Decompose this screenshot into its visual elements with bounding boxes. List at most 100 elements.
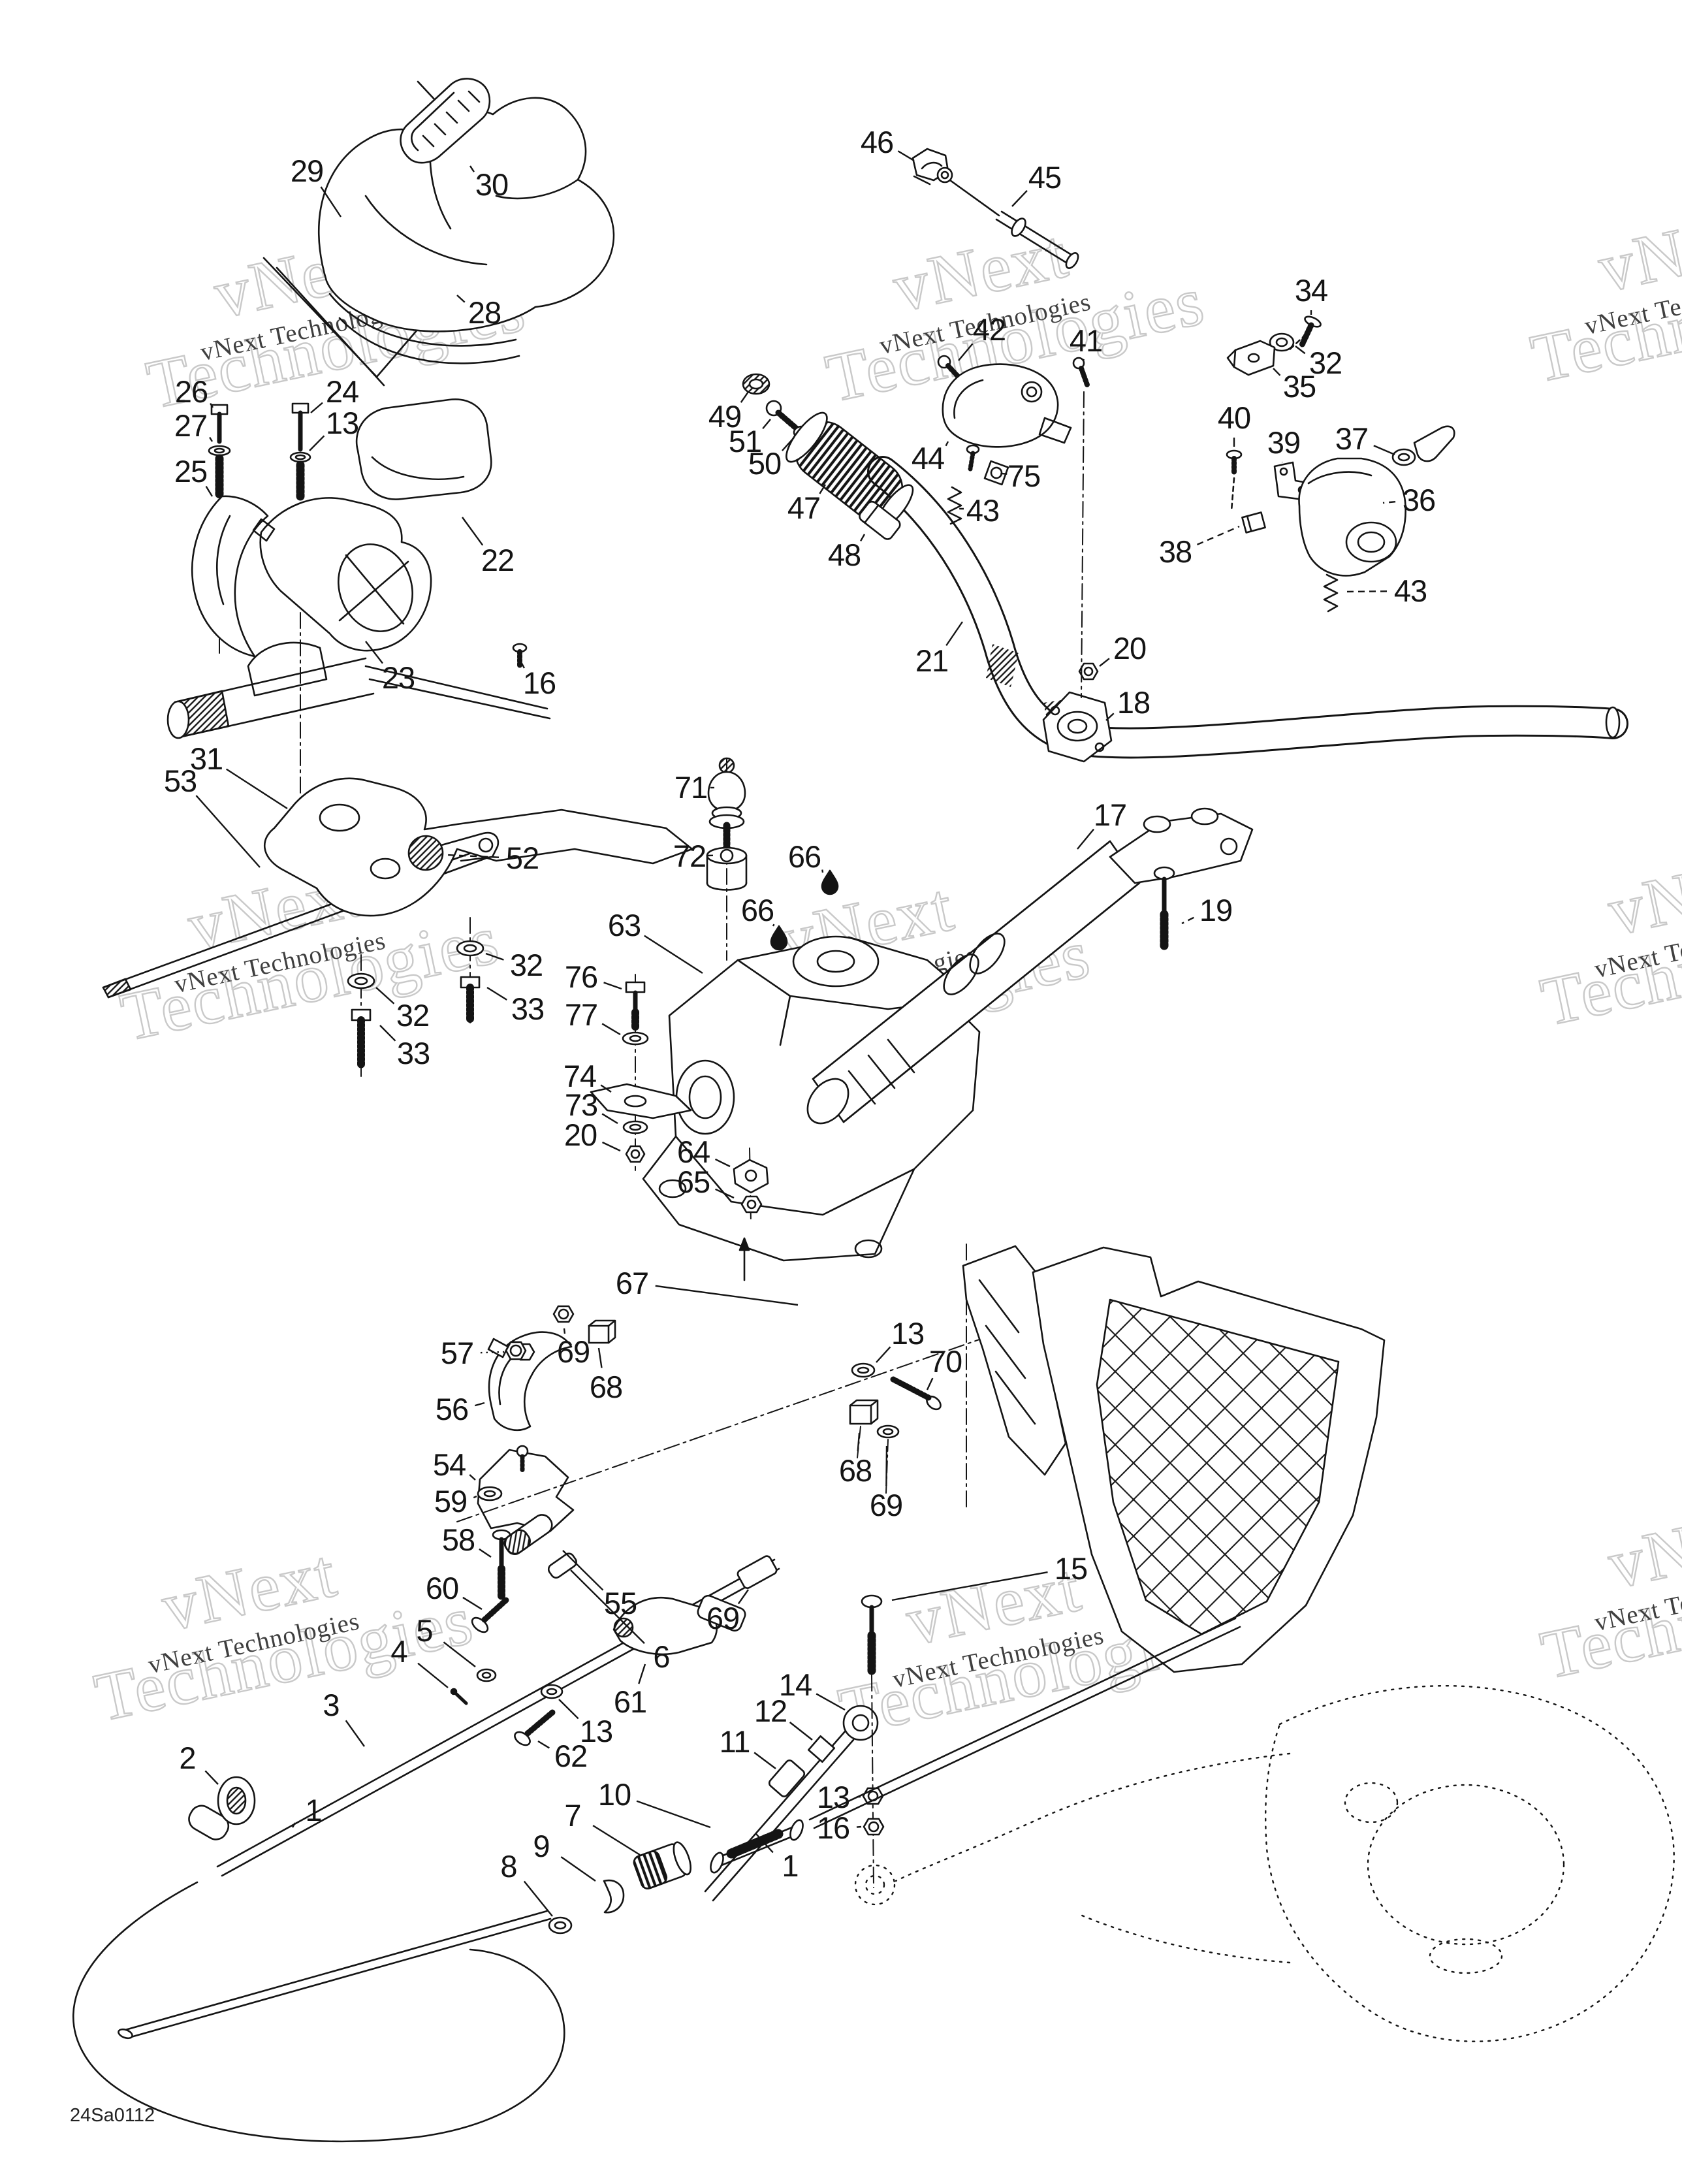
left-bolts-art: [208, 402, 311, 807]
mirror-bracket-art: [1226, 315, 1322, 376]
callout-29: 29: [291, 153, 341, 217]
pivot-bracket-art: [471, 1445, 577, 1633]
callout-30: 30: [469, 165, 509, 202]
pad-art: [355, 398, 492, 500]
callout-6: 6: [570, 1569, 671, 1674]
svg-text:45: 45: [1028, 160, 1061, 195]
callout-32: 32: [375, 987, 430, 1033]
callout-5: 5: [416, 1613, 476, 1667]
throttle-cable-art: [912, 148, 1079, 269]
svg-text:28: 28: [468, 295, 501, 330]
svg-text:43: 43: [1394, 573, 1427, 608]
svg-text:41: 41: [1070, 323, 1102, 358]
svg-text:38: 38: [1159, 534, 1192, 569]
callout-3: 3: [323, 1688, 365, 1747]
callout-32: 32: [1295, 345, 1342, 380]
svg-text:44: 44: [912, 441, 944, 475]
callout-63: 63: [608, 908, 703, 974]
callout-10: 10: [598, 1777, 711, 1829]
callout-42: 42: [958, 312, 1006, 361]
callout-7: 7: [564, 1798, 641, 1856]
callout-52: 52: [446, 841, 539, 875]
lower-cable-art: [118, 1617, 1241, 2040]
steering-cable-art: [72, 1555, 780, 2143]
svg-text:73: 73: [565, 1087, 597, 1122]
callout-46: 46: [861, 125, 915, 162]
callout-58: 58: [442, 1522, 492, 1558]
svg-text:33: 33: [397, 1036, 430, 1070]
callout-26: 26: [175, 374, 214, 409]
svg-text:76: 76: [565, 959, 597, 994]
side-panel-art: [456, 1245, 1386, 1673]
callout-61: 61: [614, 1663, 647, 1719]
svg-text:39: 39: [1267, 425, 1300, 460]
callout-53: 53: [164, 763, 261, 868]
svg-text:3: 3: [323, 1688, 339, 1722]
callout-9: 9: [533, 1829, 596, 1882]
callout-37: 37: [1335, 421, 1395, 456]
svg-text:70: 70: [929, 1344, 962, 1379]
svg-text:56: 56: [436, 1392, 468, 1426]
svg-text:21: 21: [915, 643, 948, 678]
callout-31: 31: [190, 741, 288, 810]
svg-text:29: 29: [291, 153, 323, 188]
callout-14: 14: [779, 1667, 846, 1711]
callout-69: 69: [870, 1445, 903, 1522]
svg-text:35: 35: [1283, 369, 1316, 404]
svg-text:1: 1: [782, 1848, 798, 1883]
callout-64: 64: [677, 1134, 731, 1169]
svg-text:66: 66: [788, 839, 821, 874]
callout-66: 66: [741, 893, 775, 927]
callout-23: 23: [365, 641, 415, 695]
svg-text:68: 68: [590, 1370, 622, 1404]
svg-text:16: 16: [523, 666, 556, 700]
svg-text:22: 22: [481, 543, 514, 577]
callout-22: 22: [462, 517, 515, 577]
callout-65: 65: [677, 1164, 735, 1199]
svg-text:53: 53: [164, 763, 197, 798]
callout-13: 13: [309, 406, 359, 451]
callout-33: 33: [379, 1025, 430, 1070]
svg-text:54: 54: [433, 1447, 466, 1482]
valve-bushing-art: [706, 757, 748, 961]
svg-text:27: 27: [174, 408, 207, 443]
callout-75: 75: [1000, 458, 1041, 493]
svg-text:17: 17: [1094, 797, 1126, 832]
svg-text:9: 9: [533, 1829, 549, 1863]
callout-39: 39: [1267, 425, 1301, 464]
callout-12: 12: [754, 1694, 813, 1741]
svg-text:20: 20: [564, 1117, 597, 1152]
svg-text:10: 10: [598, 1777, 631, 1812]
bracket-bolt-drops-art: [347, 917, 484, 1077]
callout-19: 19: [1181, 893, 1233, 927]
svg-text:59: 59: [434, 1484, 467, 1518]
callout-27: 27: [174, 408, 214, 443]
callout-1: 1: [291, 1793, 323, 1828]
svg-text:25: 25: [174, 454, 207, 489]
stem-art: [806, 807, 1254, 1125]
svg-text:60: 60: [426, 1571, 458, 1605]
clamp-base-art: [167, 641, 551, 739]
svg-text:14: 14: [779, 1667, 812, 1702]
svg-text:15: 15: [1055, 1551, 1087, 1586]
callout-40: 40: [1218, 400, 1251, 447]
svg-text:43: 43: [966, 493, 999, 528]
callout-43: 43: [1343, 573, 1427, 608]
callout-2: 2: [179, 1741, 219, 1785]
callout-50: 50: [748, 437, 795, 481]
callout-18: 18: [1105, 685, 1150, 721]
callout-57: 57: [441, 1336, 505, 1370]
svg-text:24: 24: [326, 374, 358, 409]
callout-72: 72: [673, 839, 713, 873]
callout-74: 74: [563, 1059, 612, 1093]
callout-13: 13: [876, 1316, 925, 1363]
callout-73: 73: [565, 1087, 618, 1125]
svg-text:71: 71: [674, 770, 707, 805]
svg-text:32: 32: [510, 948, 543, 982]
trim-strip-art: [400, 78, 491, 164]
callout-20: 20: [1099, 631, 1147, 667]
callout-35: 35: [1273, 368, 1316, 404]
svg-text:32: 32: [1309, 345, 1342, 380]
